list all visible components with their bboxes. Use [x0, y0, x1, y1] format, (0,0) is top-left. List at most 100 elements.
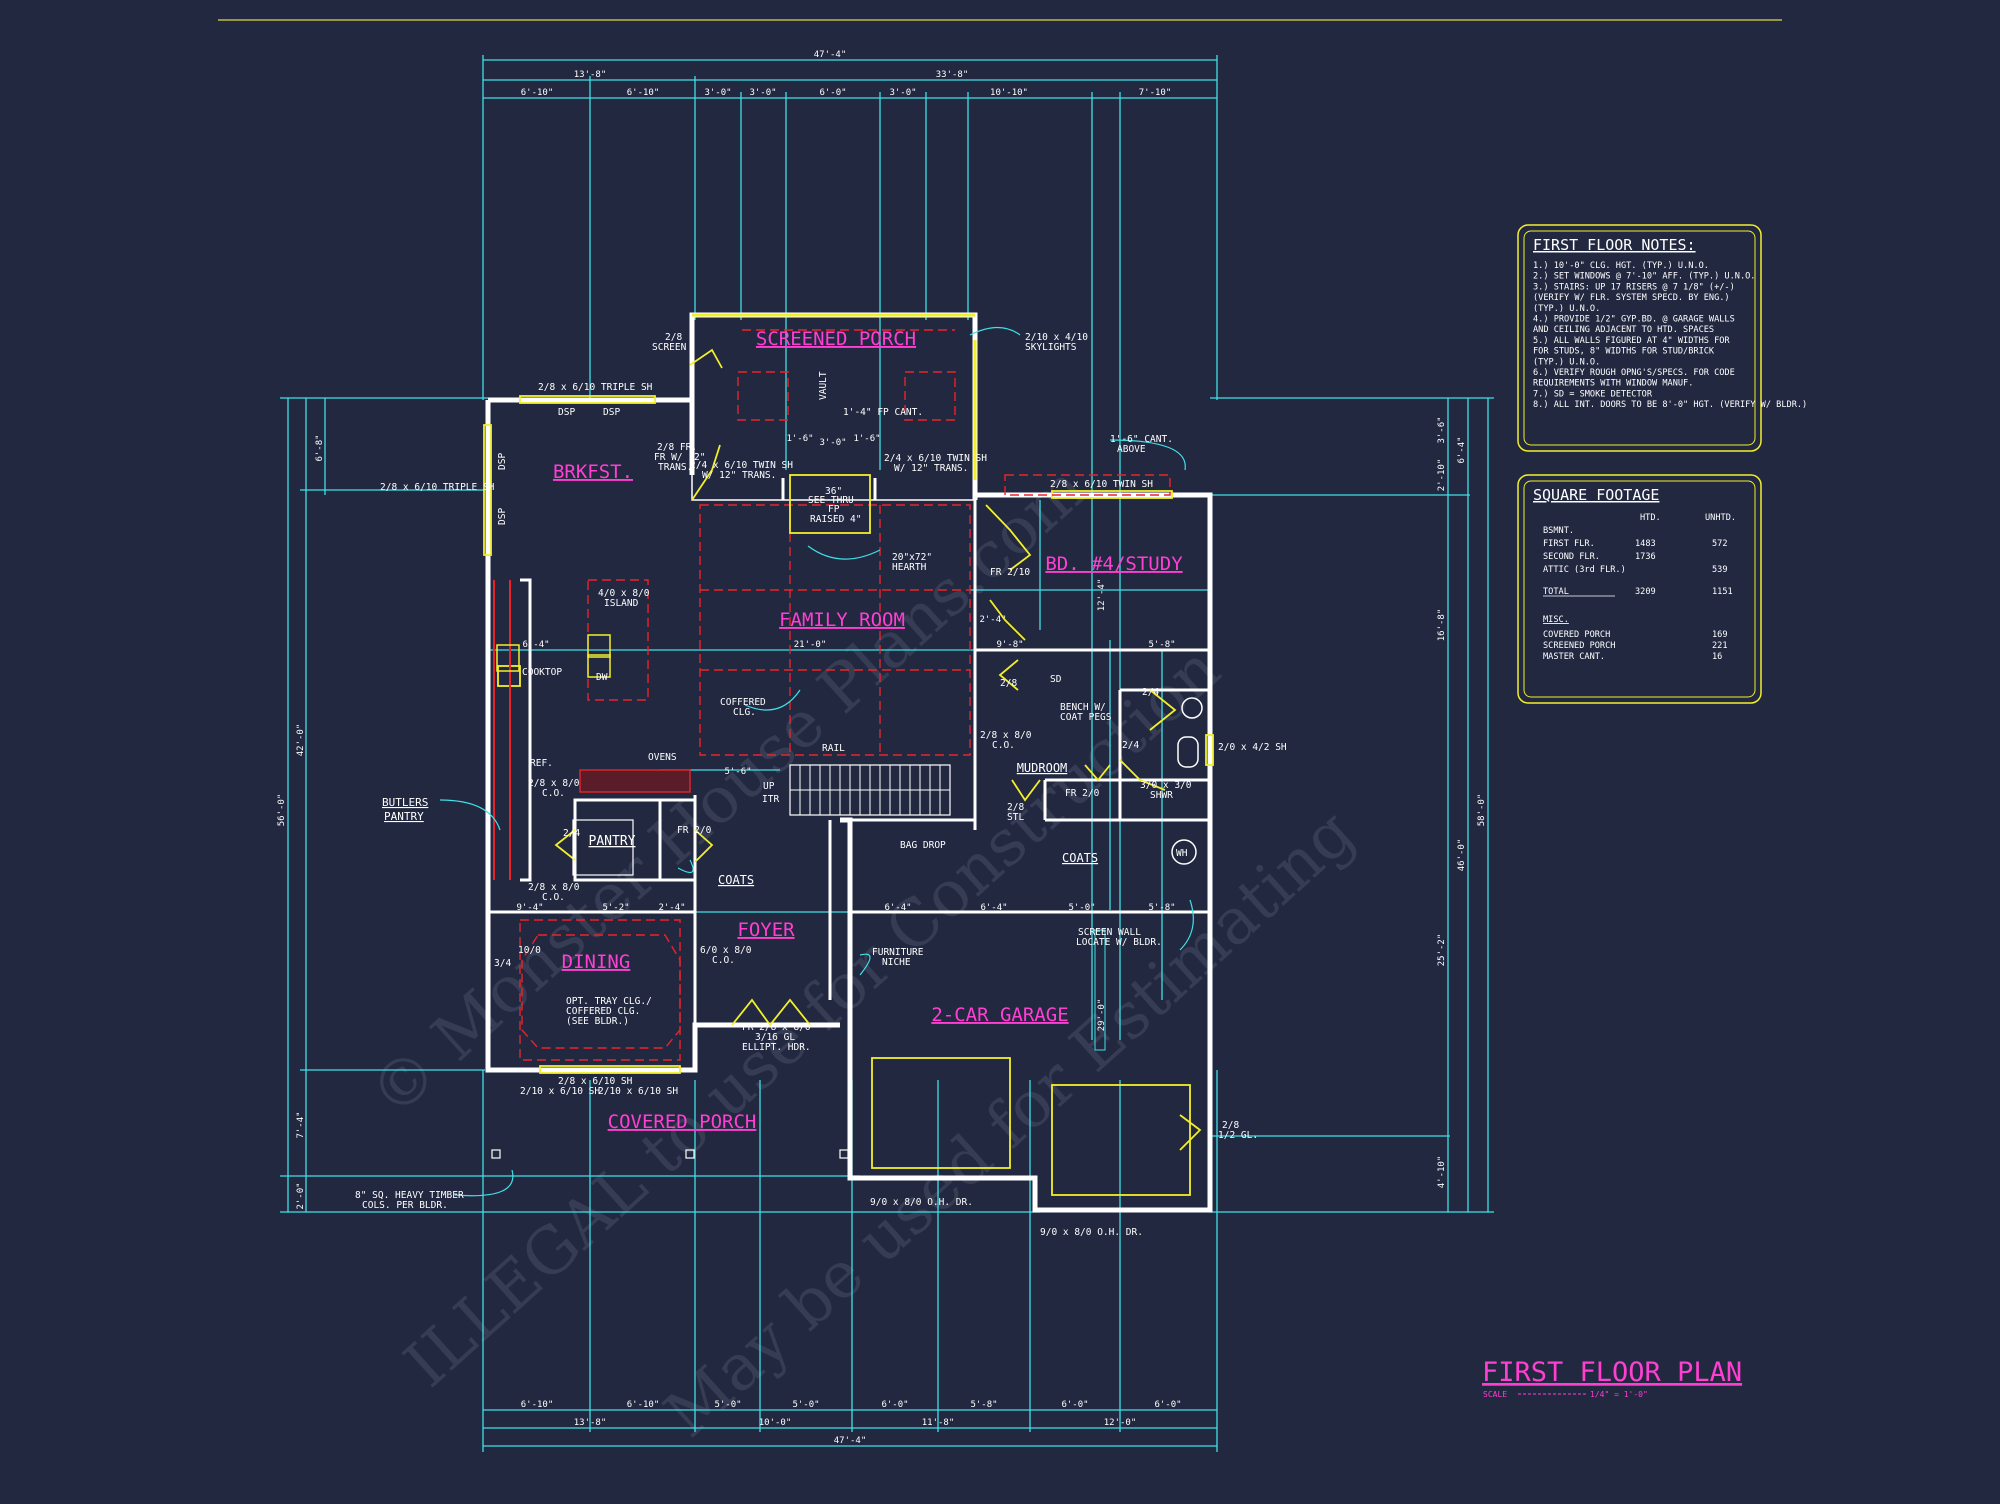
notes-line: 8.) ALL INT. DOORS TO BE 8'-0" HGT. (VER… [1533, 400, 1807, 410]
leader-lines [439, 326, 1194, 1197]
callout: 2/4 [1142, 687, 1159, 698]
sqft-row-label: ATTIC (3rd FLR.) [1543, 565, 1626, 575]
callout: COOKTOP [522, 667, 562, 678]
sqft-row-htd: 1736 [1635, 552, 1656, 562]
notes-line: AND CEILING ADJACENT TO HTD. SPACES [1533, 325, 1714, 335]
callout: WH [1176, 848, 1188, 859]
callout: 2/8 x 6/10 TRIPLE SH [538, 382, 653, 393]
right-dimension-strings: 3'-6" 6'-4" 2'-10" 16'-8" 58'-0" 46'-0" … [1210, 397, 1494, 1213]
room-label-bd4-study: BD. #4/STUDY [1045, 553, 1183, 575]
left-dimension-strings: 6'-8" 42'-0" 56'-0" 7'-4" 2'-0" [277, 397, 1040, 1213]
notes-line: 7.) SD = SMOKE DETECTOR [1533, 389, 1653, 399]
bottom-seg-dim: 5'-0" [792, 1400, 819, 1410]
room-label-covered-porch: COVERED PORCH [608, 1111, 757, 1133]
callout: 4/0 x 8/0 [598, 588, 650, 599]
interior-dim: 6'-4" [884, 903, 911, 913]
interior-dim: 5'-8" [1148, 903, 1175, 913]
callout: HEARTH [892, 562, 927, 573]
sqft-misc-value: 169 [1712, 630, 1728, 640]
callout: COATS [718, 873, 754, 887]
callout: DSP [497, 508, 508, 525]
callout: 3/16 GL [755, 1032, 795, 1043]
notes-line: 4.) PROVIDE 1/2" GYP.BD. @ GARAGE WALLS [1533, 315, 1735, 325]
sheet-scale-value: 1/4" = 1'-0" [1590, 1390, 1648, 1399]
bottom-seg-dim: 5'-8" [970, 1400, 997, 1410]
callout: ITR [762, 794, 779, 805]
interior-dim: 5'-6" [724, 767, 751, 777]
interior-dim: 29'-0" [1097, 999, 1107, 1032]
room-label-garage: 2-CAR GARAGE [931, 1004, 1068, 1026]
callout: 2/8 x 8/0 [528, 882, 580, 893]
callout: 2/8 x 6/10 TRIPLE SH [380, 482, 495, 493]
sink-fixture [1181, 697, 1203, 719]
callout: SHWR [1150, 790, 1173, 801]
sqft-misc-value: 221 [1712, 641, 1728, 651]
interior-dim: 5'-8" [1148, 640, 1175, 650]
callout: 1'-6" CANT. [1110, 434, 1173, 445]
right-dim: 25'-2" [1437, 934, 1447, 967]
top-seg-dim: 3'-0" [889, 88, 916, 98]
callout: C.O. [542, 788, 565, 799]
callout: 8" SQ. HEAVY TIMBER [355, 1190, 464, 1201]
callout: 2/4 [563, 828, 580, 839]
callout: 2/4 [1122, 740, 1139, 751]
interior-dim: 3'-0" [819, 438, 846, 448]
callout: SCREEN WALL [1078, 927, 1141, 938]
notes-line: 2.) SET WINDOWS @ 7'-10" AFF. (TYP.) U.N… [1533, 272, 1755, 282]
room-labels: SCREENED PORCH BRKFST. FAMILY ROOM BD. #… [553, 328, 1183, 1133]
callout: FR 2/0 [677, 825, 712, 836]
callout: 2/10 x 4/10 [1025, 332, 1088, 343]
sqft-misc-label: COVERED PORCH [1543, 630, 1610, 640]
exterior-walls [485, 312, 1213, 1213]
top-seg-dim: 3'-0" [704, 88, 731, 98]
callout: COAT PEGS [1060, 712, 1112, 723]
bottom-seg-dim: 6'-0" [1154, 1400, 1181, 1410]
room-label-foyer: FOYER [737, 919, 795, 941]
callout: ABOVE [1117, 444, 1146, 455]
sqft-row-label: FIRST FLR. [1543, 539, 1595, 549]
callout: REF. [530, 758, 553, 769]
notes-panel-title: FIRST FLOOR NOTES: [1533, 236, 1696, 254]
callout: 2/8 x 8/0 [528, 778, 580, 789]
interior-dim: 12'-4" [1097, 579, 1107, 612]
bottom-seg-dim: 6'-0" [1061, 1400, 1088, 1410]
top-seg-dim: 3'-0" [749, 88, 776, 98]
notes-line: 5.) ALL WALLS FIGURED AT 4" WIDTHS FOR [1533, 336, 1730, 346]
sqft-total-unhtd: 1151 [1712, 587, 1733, 597]
notes-line: 1.) 10'-0" CLG. HGT. (TYP.) U.N.O. [1533, 261, 1709, 271]
top-seg-dim: 6'-0" [819, 88, 846, 98]
callout: DSP [497, 453, 508, 470]
callout: COLS. PER BLDR. [362, 1200, 448, 1211]
callout: ELLIPT. HDR. [742, 1042, 811, 1053]
sqft-row-label: BSMNT. [1543, 526, 1574, 536]
right-dim: 3'-6" [1437, 416, 1447, 443]
water-heater-fixture [1171, 839, 1197, 865]
right-dim: 2'-10" [1437, 459, 1447, 492]
top-overall-dim: 47'-4" [814, 50, 847, 60]
callout: 2/10 x 6/10 SH [520, 1086, 600, 1097]
bottom-seg-dim: 6'-10" [627, 1400, 660, 1410]
room-label-mudroom: MUDROOM [1017, 761, 1068, 775]
callout: 2/8 x 6/10 SH [558, 1076, 633, 1087]
callout: STL [1007, 812, 1024, 823]
notes-line: (TYP.) U.N.O. [1533, 357, 1600, 367]
callout: BENCH W/ [1060, 702, 1106, 713]
callout: W/ 12" TRANS. [702, 470, 776, 481]
room-label-brkfst: BRKFST. [553, 461, 633, 483]
bottom-group-dim: 11'-8" [922, 1418, 955, 1428]
bottom-seg-dim: 5'-0" [714, 1400, 741, 1410]
sqft-row-unhtd: 572 [1712, 539, 1728, 549]
callout: 2/4 x 6/10 TWIN SH [884, 453, 987, 464]
callout: 2/8 [1000, 678, 1017, 689]
ceiling-and-casework [493, 329, 1171, 1061]
callout: 2/8 [1222, 1120, 1239, 1131]
callout: 3/4 [494, 958, 511, 969]
sqft-row-htd: 1483 [1635, 539, 1656, 549]
right-dim: 16'-8" [1437, 609, 1447, 642]
sheet-title: FIRST FLOOR PLAN [1482, 1357, 1742, 1388]
callout: LOCATE W/ BLDR. [1076, 937, 1162, 948]
callout: 3/0 x 3/0 [1140, 780, 1192, 791]
room-label-family-room: FAMILY ROOM [779, 609, 905, 631]
